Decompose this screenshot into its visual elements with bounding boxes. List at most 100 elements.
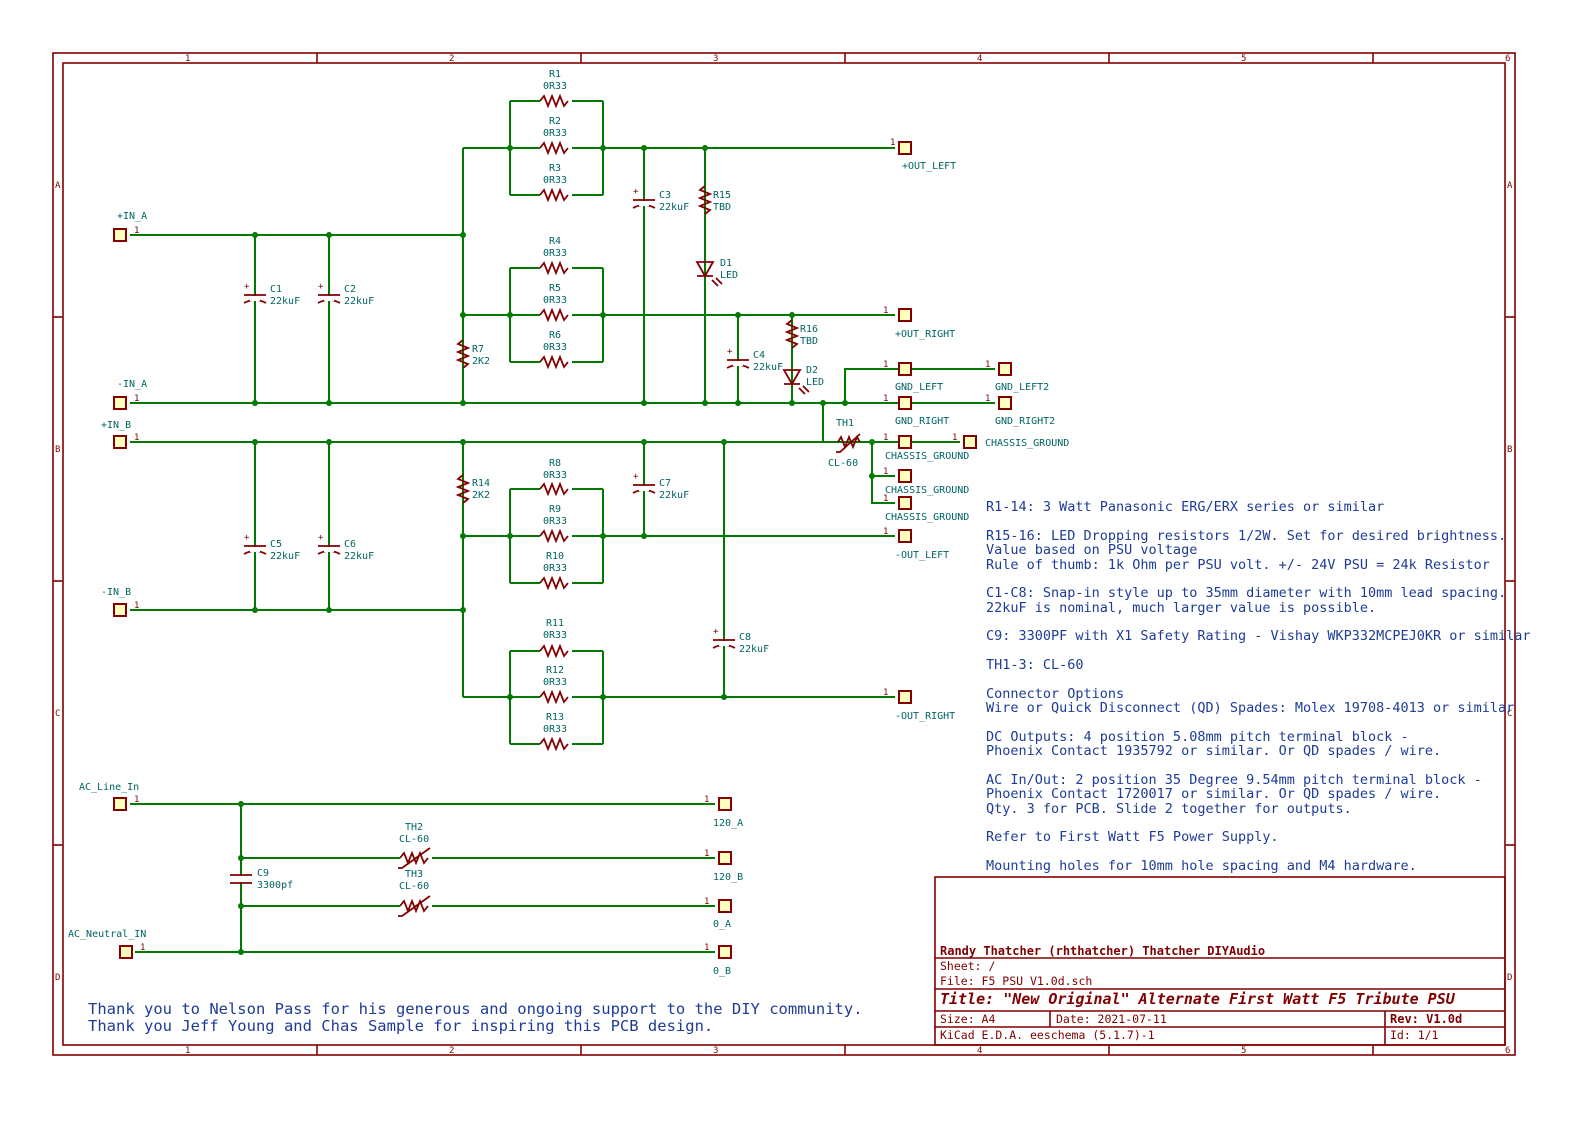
col-label-4-bottom: 4 — [977, 1046, 982, 1056]
row-label-c-right: C — [1507, 709, 1512, 719]
svg-text:1: 1 — [134, 433, 139, 443]
r4-ref: R4 — [549, 236, 561, 247]
col-label-6-bottom: 6 — [1505, 1046, 1510, 1056]
note-line: Rule of thumb: 1k Ohm per PSU volt. +/- … — [986, 557, 1490, 573]
col-label-1-bottom: 1 — [185, 1046, 190, 1056]
r15-value: TBD — [713, 202, 731, 213]
title-block: Randy Thatcher (rhthatcher) Thatcher DIY… — [934, 876, 1506, 1046]
chassis-ground-3-label: CHASSIS_GROUND — [885, 485, 969, 496]
c1-value: 22kuF — [270, 296, 300, 307]
r3-value: 0R33 — [543, 175, 567, 186]
gnd-right-label: GND_RIGHT — [895, 416, 949, 427]
r10-value: 0R33 — [543, 563, 567, 574]
svg-text:1: 1 — [883, 527, 888, 537]
tb-sheet: Sheet: / — [940, 959, 995, 973]
svg-text:1: 1 — [704, 897, 709, 907]
row-label-d-right: D — [1507, 973, 1512, 983]
c2-ref: C2 — [344, 284, 356, 295]
r11-ref: R11 — [546, 618, 564, 629]
note-line: Phoenix Contact 1720017 or similar. Or Q… — [986, 786, 1441, 802]
resistor-labels: R1 0R33 R2 0R33 R3 0R33 R4 0R33 R5 0R33 … — [543, 69, 567, 735]
ac-neutral-label: AC_Neutral_IN — [68, 929, 146, 940]
out-left-pos-label: +OUT_LEFT — [902, 161, 956, 172]
th2-value: CL-60 — [399, 834, 429, 845]
thermistors: TH1 CL-60 TH2 CL-60 TH3 CL-60 — [398, 418, 861, 917]
in-a-pos-label: +IN_A — [117, 211, 147, 222]
note-line: Value based on PSU voltage — [986, 542, 1197, 558]
r12-ref: R12 — [546, 665, 564, 676]
r12-value: 0R33 — [543, 677, 567, 688]
c9-value: 3300pf — [257, 880, 293, 891]
note-line: Mounting holes for 10mm hole spacing and… — [986, 858, 1417, 874]
c9-ref: C9 — [257, 868, 269, 879]
tb-rev: Rev: V1.0d — [1390, 1012, 1462, 1026]
r2-value: 0R33 — [543, 128, 567, 139]
note-line: Refer to First Watt F5 Power Supply. — [986, 829, 1279, 845]
r7-ref: R7 — [472, 344, 484, 355]
thanks-notes: Thank you to Nelson Pass for his generou… — [88, 1000, 863, 1035]
r13-ref: R13 — [546, 712, 564, 723]
row-label-d: D — [55, 973, 60, 983]
c8-ref: C8 — [739, 632, 751, 643]
r14-value: 2K2 — [472, 490, 490, 501]
c5-ref: C5 — [270, 539, 282, 550]
col-label-5-bottom: 5 — [1241, 1046, 1246, 1056]
c7-value: 22kuF — [659, 490, 689, 501]
r11-value: 0R33 — [543, 630, 567, 641]
note-line: AC In/Out: 2 position 35 Degree 9.54mm p… — [986, 772, 1482, 788]
c7-ref: C7 — [659, 478, 671, 489]
r2-ref: R2 — [549, 116, 561, 127]
r13-value: 0R33 — [543, 724, 567, 735]
c4-ref: C4 — [753, 350, 765, 361]
row-label-b: B — [55, 445, 60, 455]
col-label-2: 2 — [449, 54, 454, 64]
note-line: R1-14: 3 Watt Panasonic ERG/ERX series o… — [986, 499, 1384, 515]
sheet-border: 1 2 3 4 5 6 1 2 3 4 5 6 A B C D A B C D — [52, 52, 1516, 1056]
r10-ref: R10 — [546, 551, 564, 562]
r1-value: 0R33 — [543, 81, 567, 92]
svg-text:1: 1 — [883, 360, 888, 370]
thanks-line-1: Thank you to Nelson Pass for his generou… — [88, 1000, 863, 1018]
thanks-line-2: Thank you Jeff Young and Chas Sample for… — [88, 1017, 713, 1035]
r7-value: 2K2 — [472, 356, 490, 367]
cap-gap-covers — [236, 201, 743, 882]
r6-value: 0R33 — [543, 342, 567, 353]
vertical-resistors: R7 2K2 R14 2K2 R15 TBD R16 TBD — [455, 185, 818, 504]
tb-title: Title: "New Original" Alternate First Wa… — [940, 990, 1456, 1008]
r1-ref: R1 — [549, 69, 561, 80]
r8-value: 0R33 — [543, 470, 567, 481]
col-label-5: 5 — [1241, 54, 1246, 64]
th2-ref: TH2 — [405, 822, 423, 833]
th1-ref: TH1 — [836, 418, 854, 429]
tb-id: Id: 1/1 — [1390, 1028, 1439, 1042]
r5-value: 0R33 — [543, 295, 567, 306]
c1-ref: C1 — [270, 284, 282, 295]
row-label-b-right: B — [1507, 445, 1512, 455]
note-line: 22kuF is nominal, much larger value is p… — [986, 600, 1376, 616]
svg-text:+: + — [727, 347, 733, 357]
r6-ref: R6 — [549, 330, 561, 341]
design-notes: R1-14: 3 Watt Panasonic ERG/ERX series o… — [986, 499, 1531, 874]
svg-text:1: 1 — [883, 433, 888, 443]
svg-text:1: 1 — [985, 360, 990, 370]
r14-ref: R14 — [472, 478, 490, 489]
r8-ref: R8 — [549, 458, 561, 469]
r4-value: 0R33 — [543, 248, 567, 259]
svg-text:1: 1 — [134, 394, 139, 404]
note-line: TH1-3: CL-60 — [986, 657, 1084, 673]
out-0b-label: 0_B — [713, 966, 731, 977]
col-label-1: 1 — [185, 54, 190, 64]
tb-tool: KiCad E.D.A. eeschema (5.1.7)-1 — [940, 1028, 1155, 1042]
out-120a-label: 120_A — [713, 818, 743, 829]
r9-value: 0R33 — [543, 516, 567, 527]
tb-date: Date: 2021-07-11 — [1056, 1012, 1167, 1026]
resistor-bank-symbols — [539, 93, 569, 752]
chassis-ground-2-label: CHASSIS_GROUND — [985, 438, 1069, 449]
row-label-a: A — [55, 181, 61, 191]
th3-ref: TH3 — [405, 869, 423, 880]
note-line: Connector Options — [986, 686, 1124, 702]
out-right-neg-label: -OUT_RIGHT — [895, 711, 955, 722]
svg-text:1: 1 — [140, 943, 145, 953]
col-label-2-bottom: 2 — [449, 1046, 454, 1056]
svg-text:1: 1 — [134, 226, 139, 236]
